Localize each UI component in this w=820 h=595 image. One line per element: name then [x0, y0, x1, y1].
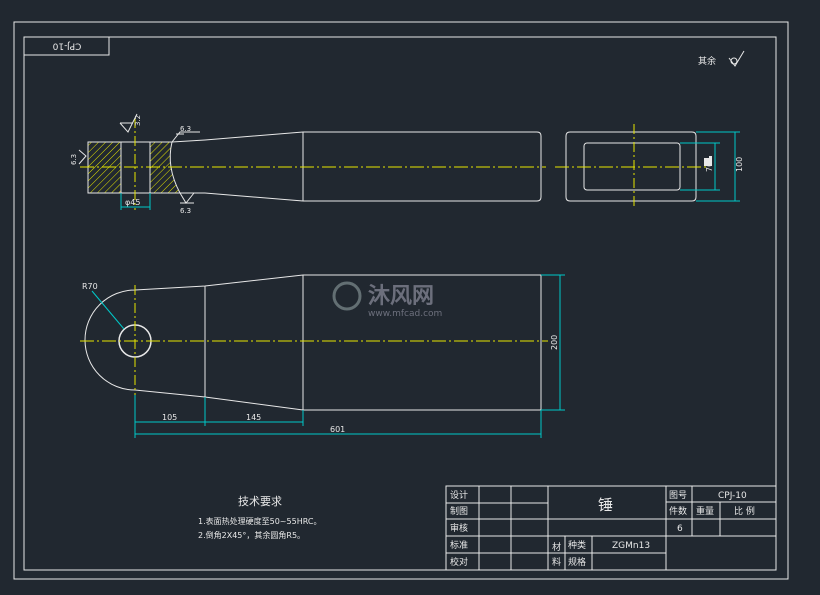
roughness-symbol-icon — [728, 50, 745, 67]
tb-review: 审核 — [450, 522, 468, 534]
tb-part-name: 锤 — [598, 496, 613, 514]
tb-drawn: 制图 — [450, 505, 468, 517]
roughness-bottom-icon — [179, 192, 195, 204]
tb-drawing-no-label: 图号 — [669, 490, 687, 501]
roughness-side-text: 6.3 — [180, 125, 191, 133]
tb-standard: 标准 — [450, 539, 468, 551]
tb-design: 设计 — [450, 489, 468, 501]
tb-type-label: 种类 — [568, 539, 586, 551]
len-dim-105: 105 — [162, 413, 177, 422]
hammer-outline — [84, 274, 542, 411]
surface-finish-text: 其余 — [698, 55, 716, 67]
tb-spec-label: 规格 — [568, 556, 586, 568]
watermark: 沐风网 www.mfcad.com — [332, 281, 442, 319]
roughness-bottom-text: 6.3 — [180, 207, 191, 215]
tb-material-label-2: 料 — [552, 556, 561, 568]
outer-frame — [13, 21, 789, 580]
side-dim-70: 70 — [705, 162, 714, 172]
tb-drawing-no: CPJ-10 — [718, 491, 747, 501]
side-view: 100 70 — [555, 124, 744, 208]
technical-requirements: 技术要求 1.表面热处理硬度至50~55HRC。 2.倒角2X45°，其余圆角R… — [198, 495, 321, 540]
inner-frame — [23, 36, 777, 571]
title-block-text: 设计 制图 审核 标准 校对 锤 图号 CPJ-10 件数 重量 比 例 6 材… — [450, 489, 755, 568]
tech-req-title: 技术要求 — [238, 495, 282, 508]
side-dim-100: 100 — [735, 157, 744, 172]
tb-material-label-1: 材 — [552, 541, 561, 553]
roughness-top-text: 3.2 — [134, 115, 142, 126]
radius-dimension: R70 — [82, 282, 98, 291]
watermark-url: www.mfcad.com — [368, 309, 442, 319]
tb-qty: 6 — [677, 524, 683, 534]
drawing-number-box: CPJ-10 — [23, 36, 110, 56]
watermark-logo-icon — [332, 281, 362, 311]
title-block — [445, 485, 777, 571]
bore-dimension: φ45 — [125, 198, 140, 207]
len-dim-601: 601 — [330, 425, 345, 434]
surface-finish-note: 其余 — [698, 50, 745, 67]
tb-scale-label: 比 例 — [734, 505, 755, 517]
tech-req-line2: 2.倒角2X45°，其余圆角R5。 — [198, 530, 305, 540]
len-dim-145: 145 — [246, 413, 261, 422]
watermark-cn: 沐风网 — [368, 284, 434, 309]
roughness-top-icon — [119, 113, 138, 133]
roughness-left-icon — [78, 149, 87, 165]
tb-qty-label: 件数 — [669, 505, 687, 517]
height-dim-200: 200 — [550, 335, 559, 350]
drawing-number-text: CPJ-10 — [52, 41, 81, 51]
tb-material: ZGMn13 — [612, 541, 650, 551]
top-view: R70 200 105 145 601 — [80, 274, 565, 438]
tb-weight-label: 重量 — [696, 505, 714, 517]
tech-req-line1: 1.表面热处理硬度至50~55HRC。 — [198, 516, 321, 526]
roughness-left-text: 6.3 — [70, 154, 78, 165]
tb-check: 校对 — [450, 556, 468, 568]
front-view: 3.2 6.3 6.3 6.3 φ45 — [70, 113, 546, 215]
roughness-side-icon — [171, 131, 200, 143]
